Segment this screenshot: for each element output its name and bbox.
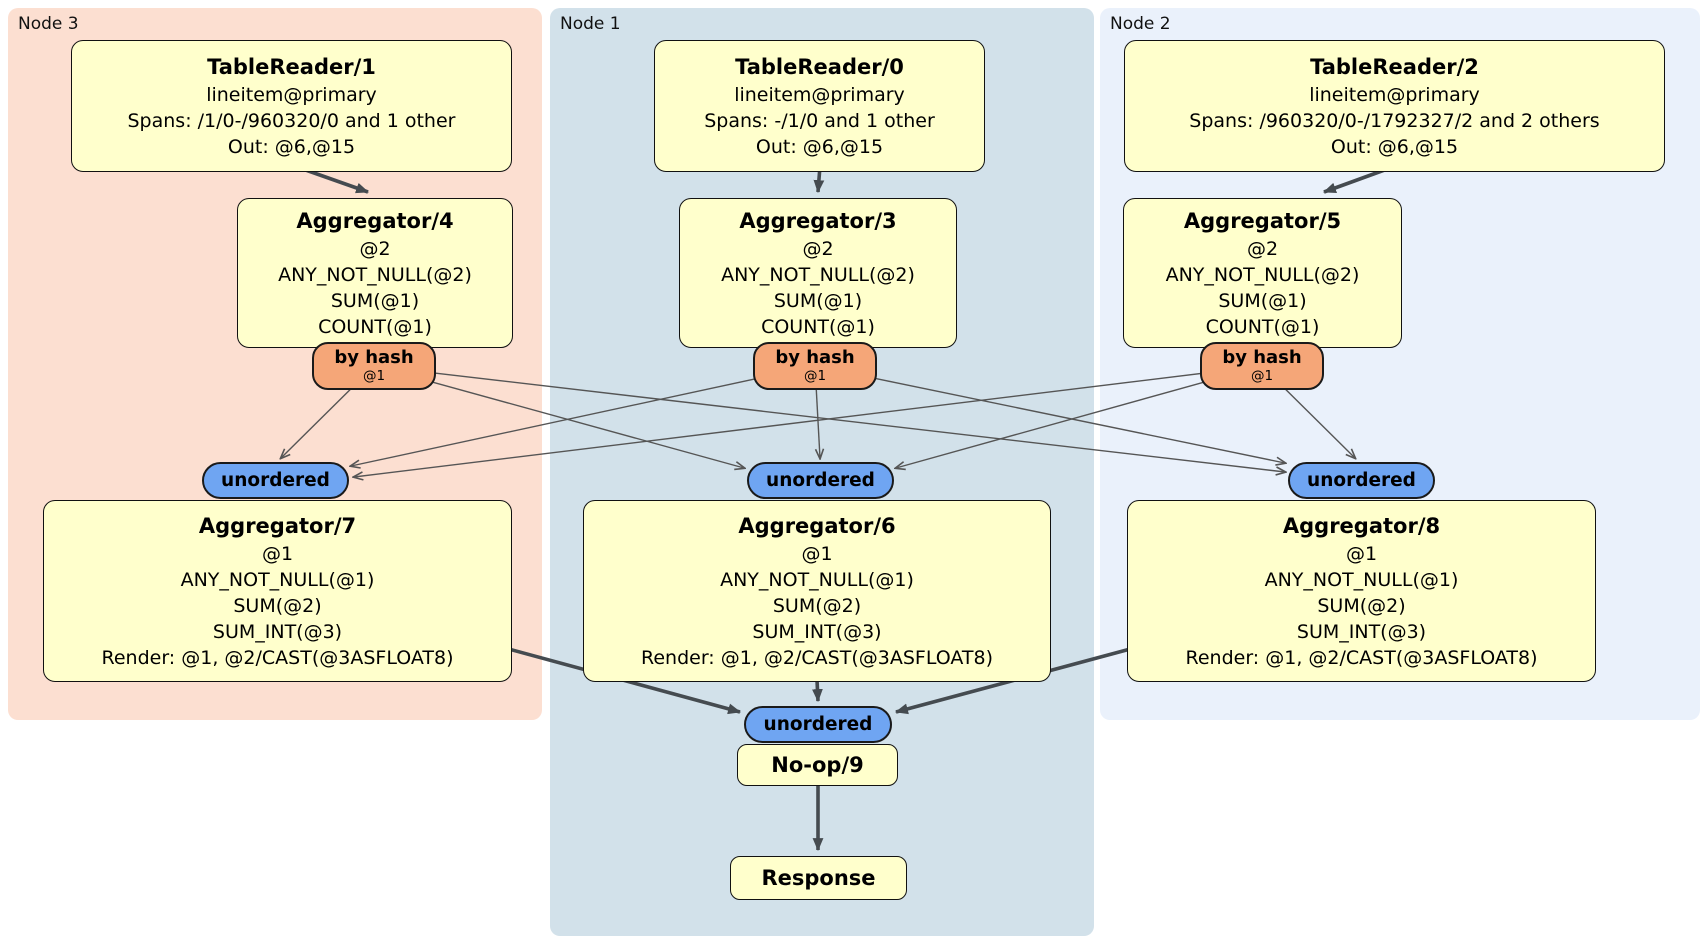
- stream-label: unordered: [1307, 470, 1416, 491]
- processor-title: Aggregator/5: [1183, 209, 1342, 233]
- router-by-hash-center: by hash @1: [753, 342, 877, 390]
- processor-title: Aggregator/3: [739, 209, 897, 233]
- stream-label: unordered: [221, 470, 330, 491]
- processor-group-line: @1: [1345, 543, 1378, 565]
- processor-noop-9: No-op/9: [737, 744, 898, 786]
- router-key: @1: [803, 368, 827, 384]
- processor-aggregator-4: Aggregator/4 @2 ANY_NOT_NULL(@2) SUM(@1)…: [237, 198, 513, 348]
- processor-group-line: @2: [1246, 238, 1279, 260]
- processor-agg-line: COUNT(@1): [1205, 316, 1320, 338]
- processor-aggregator-7: Aggregator/7 @1 ANY_NOT_NULL(@1) SUM(@2)…: [43, 500, 512, 682]
- processor-agg-line: SUM_INT(@3): [752, 621, 882, 643]
- processor-index-line: lineitem@primary: [1309, 84, 1480, 106]
- processor-spans-line: Spans: /960320/0-/1792327/2 and 2 others: [1189, 110, 1600, 132]
- processor-agg-line: ANY_NOT_NULL(@2): [721, 264, 915, 286]
- stream-unordered-final: unordered: [744, 706, 892, 743]
- stream-unordered-center: unordered: [747, 462, 894, 499]
- processor-title: No-op/9: [771, 753, 864, 777]
- processor-agg-line: SUM(@1): [1218, 290, 1307, 312]
- processor-agg-line: SUM(@2): [772, 595, 862, 617]
- processor-out-line: Out: @6,@15: [1330, 136, 1459, 158]
- processor-agg-line: COUNT(@1): [318, 316, 432, 338]
- router-label: by hash: [334, 347, 414, 368]
- region-label-node1: Node 1: [560, 14, 621, 34]
- processor-render-line: Render: @1, @2/CAST(@3ASFLOAT8): [1185, 647, 1538, 669]
- router-key: @1: [1250, 368, 1274, 384]
- processor-aggregator-5: Aggregator/5 @2 ANY_NOT_NULL(@2) SUM(@1)…: [1123, 198, 1402, 348]
- processor-group-line: @1: [261, 543, 294, 565]
- processor-out-line: Out: @6,@15: [755, 136, 884, 158]
- processor-title: Aggregator/4: [296, 209, 454, 233]
- processor-spans-line: Spans: -/1/0 and 1 other: [704, 110, 935, 132]
- processor-title: TableReader/2: [1310, 55, 1479, 79]
- processor-title: Aggregator/8: [1282, 514, 1441, 538]
- processor-aggregator-6: Aggregator/6 @1 ANY_NOT_NULL(@1) SUM(@2)…: [583, 500, 1051, 682]
- processor-agg-line: ANY_NOT_NULL(@1): [720, 569, 914, 591]
- processor-agg-line: SUM(@1): [773, 290, 863, 312]
- stream-unordered-right: unordered: [1288, 462, 1435, 499]
- processor-tablereader-0: TableReader/0 lineitem@primary Spans: -/…: [654, 40, 985, 172]
- processor-agg-line: SUM(@2): [233, 595, 322, 617]
- region-label-node3: Node 3: [18, 14, 79, 34]
- processor-render-line: Render: @1, @2/CAST(@3ASFLOAT8): [641, 647, 993, 669]
- processor-agg-line: SUM_INT(@3): [212, 621, 343, 643]
- processor-tablereader-1: TableReader/1 lineitem@primary Spans: /1…: [71, 40, 512, 172]
- processor-agg-line: ANY_NOT_NULL(@2): [1165, 264, 1360, 286]
- stream-label: unordered: [763, 714, 873, 735]
- processor-aggregator-8: Aggregator/8 @1 ANY_NOT_NULL(@1) SUM(@2)…: [1127, 500, 1596, 682]
- processor-response: Response: [730, 856, 907, 900]
- processor-group-line: @2: [359, 238, 391, 260]
- processor-index-line: lineitem@primary: [206, 84, 377, 106]
- processor-index-line: lineitem@primary: [734, 84, 905, 106]
- processor-agg-line: ANY_NOT_NULL(@1): [1264, 569, 1459, 591]
- processor-agg-line: COUNT(@1): [761, 316, 875, 338]
- processor-agg-line: SUM_INT(@3): [1296, 621, 1427, 643]
- stream-unordered-left: unordered: [202, 462, 349, 499]
- router-label: by hash: [1222, 347, 1302, 368]
- processor-title: Response: [761, 866, 876, 890]
- processor-title: Aggregator/7: [198, 514, 357, 538]
- router-key: @1: [362, 368, 386, 384]
- router-by-hash-right: by hash @1: [1200, 342, 1324, 390]
- processor-out-line: Out: @6,@15: [227, 136, 356, 158]
- processor-agg-line: ANY_NOT_NULL(@1): [180, 569, 375, 591]
- processor-title: TableReader/0: [735, 55, 904, 79]
- processor-title: TableReader/1: [207, 55, 376, 79]
- router-label: by hash: [775, 347, 855, 368]
- processor-group-line: @1: [801, 543, 833, 565]
- processor-title: Aggregator/6: [738, 514, 896, 538]
- stream-label: unordered: [766, 470, 875, 491]
- processor-tablereader-2: TableReader/2 lineitem@primary Spans: /9…: [1124, 40, 1665, 172]
- processor-agg-line: ANY_NOT_NULL(@2): [278, 264, 472, 286]
- processor-agg-line: SUM(@1): [330, 290, 420, 312]
- processor-aggregator-3: Aggregator/3 @2 ANY_NOT_NULL(@2) SUM(@1)…: [679, 198, 957, 348]
- router-by-hash-left: by hash @1: [312, 342, 436, 390]
- processor-agg-line: SUM(@2): [1317, 595, 1406, 617]
- processor-spans-line: Spans: /1/0-/960320/0 and 1 other: [127, 110, 456, 132]
- processor-group-line: @2: [802, 238, 834, 260]
- region-label-node2: Node 2: [1110, 14, 1171, 34]
- processor-render-line: Render: @1, @2/CAST(@3ASFLOAT8): [101, 647, 454, 669]
